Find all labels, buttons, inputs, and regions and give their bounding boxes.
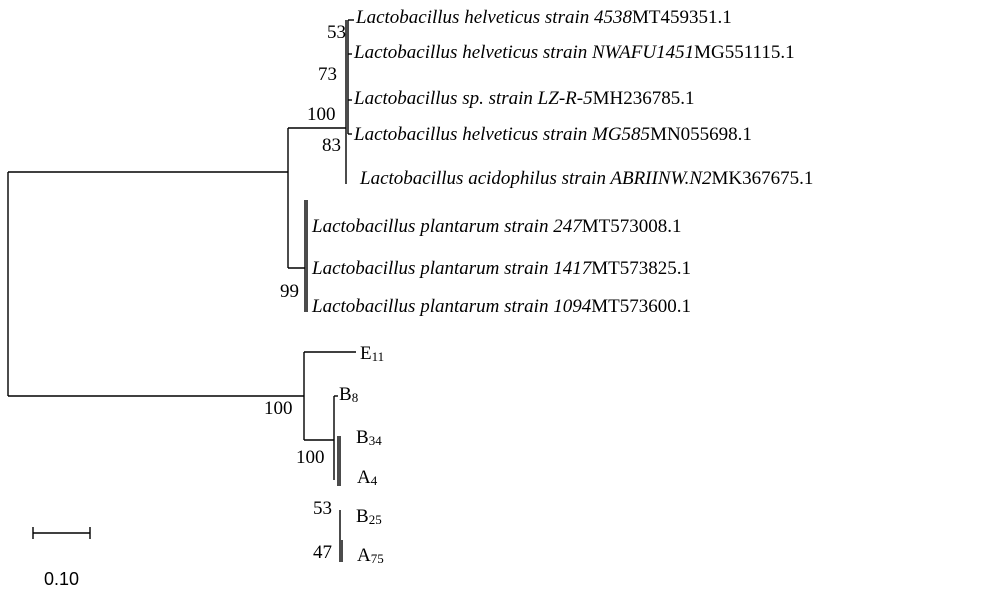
isolate-b8-subscript: 8: [352, 390, 359, 405]
taxon-label-b25: B25: [356, 506, 382, 527]
accession-lh4538: MT459351.1: [632, 7, 732, 28]
bootstrap-n100a: 100: [307, 104, 336, 125]
accession-lp1094: MT573600.1: [591, 296, 691, 317]
species-lhmg585: Lactobacillus helveticus strain MG585: [353, 124, 650, 145]
bootstrap-n100b: 100: [264, 398, 293, 419]
taxon-label-a4: A4: [357, 467, 378, 488]
bootstrap-n53a: 53: [327, 22, 346, 43]
taxon-label-lhnwafu: Lactobacillus helveticus strain NWAFU145…: [353, 42, 795, 63]
taxon-label-lh4538: Lactobacillus helveticus strain 4538MT45…: [355, 7, 732, 28]
scale-bar-label: 0.10: [44, 569, 79, 589]
taxon-label-lp1417: Lactobacillus plantarum strain 1417MT573…: [311, 258, 691, 279]
bootstrap-n83: 83: [322, 135, 341, 156]
taxon-label-lp247: Lactobacillus plantarum strain 247MT5730…: [311, 216, 681, 237]
species-lp247: Lactobacillus plantarum strain 247: [311, 216, 583, 237]
taxon-label-e11: E11: [360, 343, 384, 364]
bootstrap-n73: 73: [318, 64, 337, 85]
species-lsp: Lactobacillus sp. strain LZ-R-5: [353, 88, 593, 109]
taxon-label-b34: B34: [356, 427, 382, 448]
accession-lhmg585: MN055698.1: [650, 124, 752, 145]
taxon-label-b8: B8: [339, 384, 358, 405]
accession-la: MK367675.1: [712, 168, 814, 189]
bootstrap-n99: 99: [280, 281, 299, 302]
isolate-b34-subscript: 34: [369, 433, 383, 448]
bootstrap-n100c: 100: [296, 447, 325, 468]
species-lp1417: Lactobacillus plantarum strain 1417: [311, 258, 593, 279]
species-lhnwafu: Lactobacillus helveticus strain NWAFU145…: [353, 42, 694, 63]
species-lh4538: Lactobacillus helveticus strain 4538: [355, 7, 633, 28]
isolate-b8-letter: B: [339, 384, 352, 405]
species-la: Lactobacillus acidophilus strain ABRIINW…: [359, 168, 712, 189]
isolate-a4-letter: A: [357, 467, 371, 488]
isolate-b25-letter: B: [356, 506, 369, 527]
isolate-a75-letter: A: [357, 545, 371, 566]
accession-lhnwafu: MG551115.1: [694, 42, 794, 63]
accession-lp247: MT573008.1: [582, 216, 682, 237]
accession-lsp: MH236785.1: [593, 88, 695, 109]
taxon-label-a75: A75: [357, 545, 384, 566]
taxon-label-la: Lactobacillus acidophilus strain ABRIINW…: [359, 168, 813, 189]
isolate-a4-subscript: 4: [371, 473, 378, 488]
bootstrap-n53b: 53: [313, 498, 332, 519]
isolate-b34-letter: B: [356, 427, 369, 448]
taxon-label-lsp: Lactobacillus sp. strain LZ-R-5MH236785.…: [353, 88, 694, 109]
accession-lp1417: MT573825.1: [591, 258, 691, 279]
isolate-e11-letter: E: [360, 343, 372, 364]
taxon-label-lp1094: Lactobacillus plantarum strain 1094MT573…: [311, 296, 691, 317]
isolate-e11-subscript: 11: [372, 349, 385, 364]
isolate-b25-subscript: 25: [369, 512, 382, 527]
isolate-a75-subscript: 75: [371, 551, 384, 566]
bootstrap-n47: 47: [313, 542, 332, 563]
species-lp1094: Lactobacillus plantarum strain 1094: [311, 296, 592, 317]
taxon-label-lhmg585: Lactobacillus helveticus strain MG585MN0…: [353, 124, 752, 145]
